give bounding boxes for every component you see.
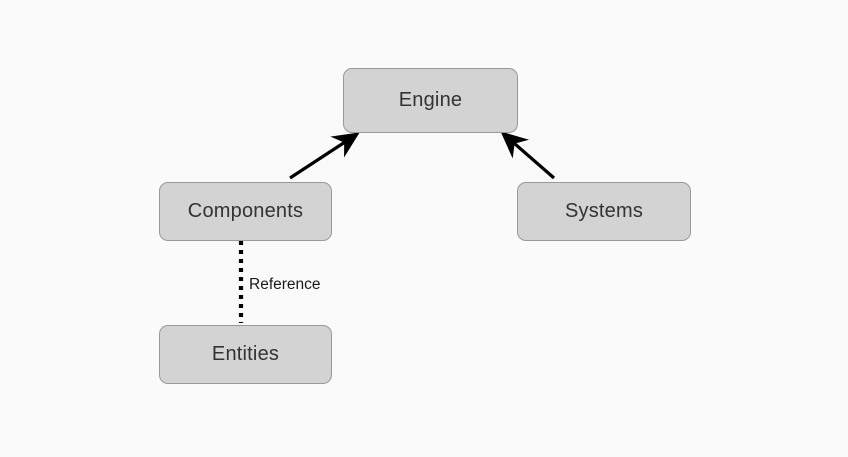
edge-label-reference: Reference xyxy=(249,276,321,293)
node-systems-label: Systems xyxy=(564,200,644,222)
node-components-label: Components xyxy=(187,200,304,222)
node-entities-label: Entities xyxy=(211,343,280,365)
node-systems[interactable]: Systems xyxy=(517,182,691,241)
node-components[interactable]: Components xyxy=(159,182,332,241)
node-engine-label: Engine xyxy=(398,89,463,111)
node-engine[interactable]: Engine xyxy=(343,68,518,133)
edge-systems-to-engine xyxy=(500,131,556,180)
node-entities[interactable]: Entities xyxy=(159,325,332,384)
edge-components-to-engine xyxy=(289,132,360,180)
